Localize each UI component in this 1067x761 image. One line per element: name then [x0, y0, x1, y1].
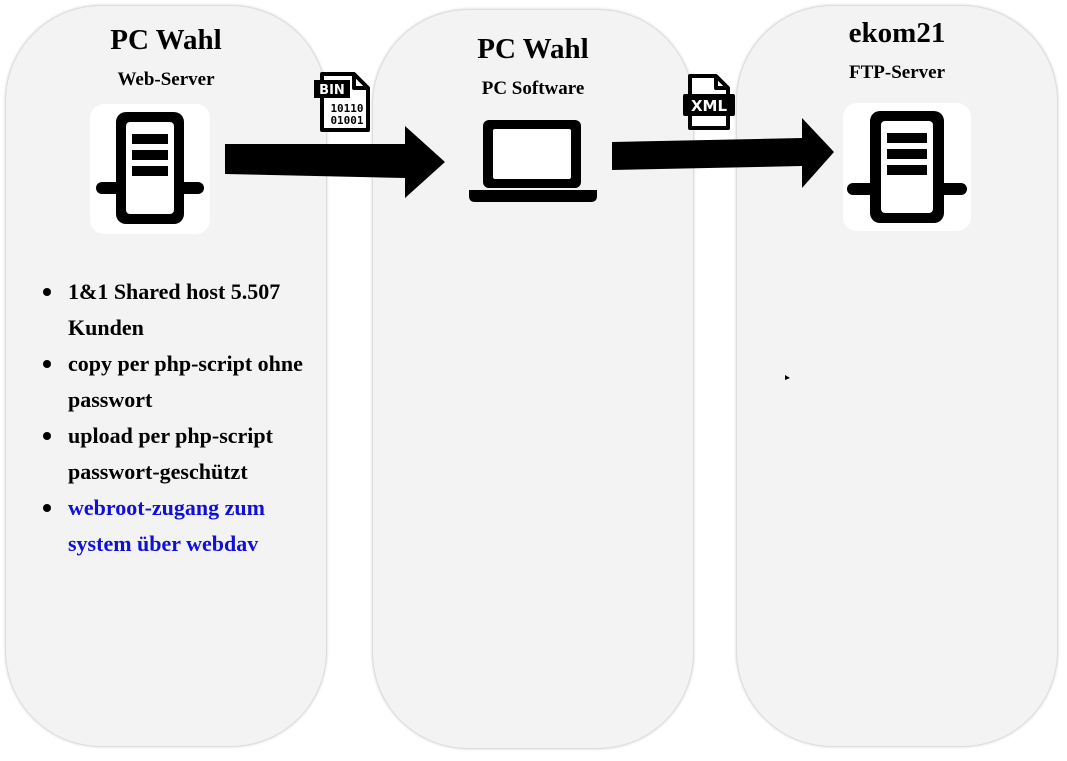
ftp-server-subtitle: FTP-Server	[848, 62, 945, 83]
xml-file-label: XML	[691, 97, 727, 115]
ftp-server-title: ekom21	[848, 17, 946, 49]
server-icon	[90, 104, 210, 234]
web-server-panel: PC Wahl Web-Server 1&1 Shared host 5.507…	[6, 6, 326, 746]
pc-software-subtitle: PC Software	[481, 78, 585, 99]
web-server-bullet-list: 1&1 Shared host 5.507 Kunden copy per ph…	[32, 274, 322, 562]
bullet-upload-script: upload per php-script passwort-geschützt	[32, 418, 322, 490]
bullet-copy-script: copy per php-script ohne passwort	[32, 346, 322, 418]
bin-file-line1: 10110	[330, 102, 363, 115]
web-server-subtitle: Web-Server	[117, 69, 215, 90]
xml-file-icon: XML	[683, 74, 735, 130]
cursor-mark-icon	[785, 375, 790, 380]
laptop-icon	[469, 120, 597, 202]
bullet-shared-host: 1&1 Shared host 5.507 Kunden	[32, 274, 322, 346]
arrow-web-to-pc	[225, 126, 445, 198]
pc-software-panel: PC Wahl PC Software	[373, 10, 693, 748]
web-server-title: PC Wahl	[110, 24, 222, 56]
bullet-webdav-link[interactable]: webroot-zugang zum system über webdav	[32, 490, 322, 562]
ftp-server-panel: ekom21 FTP-Server	[737, 6, 1057, 746]
bin-file-line2: 01001	[330, 114, 363, 127]
server-icon	[843, 103, 971, 231]
pc-software-title: PC Wahl	[477, 33, 589, 65]
arrow-pc-to-ftp	[612, 118, 834, 188]
bin-file-icon: BIN 10110 01001	[314, 72, 370, 132]
bin-file-label: BIN	[319, 83, 345, 98]
